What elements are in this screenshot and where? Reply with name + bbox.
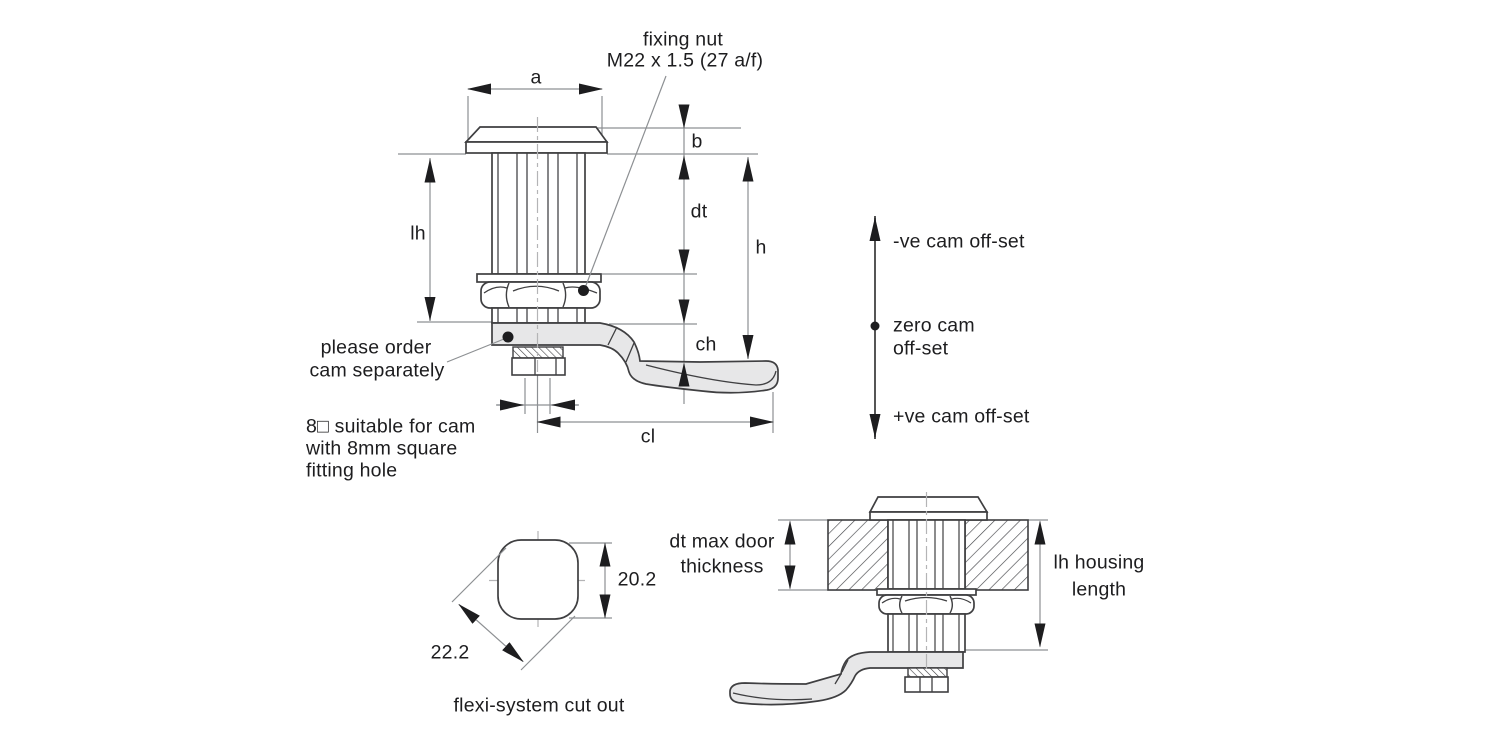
- legend-zero-offset-line2: off-set: [893, 337, 949, 360]
- spindle-nut: [511, 357, 566, 376]
- dim-label-h: h: [755, 236, 767, 259]
- cutout-diagonal-value: 22.2: [430, 641, 470, 664]
- zero-offset-dot: [870, 321, 880, 331]
- dim-label-ch: ch: [695, 333, 717, 356]
- label-door-thickness-line1: dt max door: [669, 530, 775, 553]
- cutout-height-value: 20.2: [617, 568, 657, 591]
- callout-fixing-nut-line2: M22 x 1.5 (27 a/f): [606, 49, 764, 72]
- callout-fixing-nut-line1: fixing nut: [642, 28, 724, 51]
- callout-order-cam-line1: please order: [320, 336, 432, 359]
- latch-body-lower: [491, 307, 586, 324]
- dim-label-lh: lh: [410, 222, 426, 245]
- latch-cap-head-installed: [868, 496, 989, 513]
- dim-label-a: a: [530, 66, 542, 89]
- label-housing-length-line1: lh housing: [1053, 551, 1145, 574]
- washer: [476, 273, 602, 283]
- latch-body: [491, 152, 586, 275]
- label-door-thickness-line2: thickness: [680, 555, 764, 578]
- fixing-nut-dot: [578, 285, 589, 296]
- main-view: [398, 75, 779, 433]
- fixing-nut-leader: [584, 75, 667, 289]
- dim-label-dt: dt: [690, 200, 708, 223]
- note-square-line3: fitting hole: [306, 459, 398, 482]
- cutout-caption: flexi-system cut out: [453, 694, 625, 717]
- legend-negative-offset: -ve cam off-set: [893, 230, 1025, 253]
- cam-lever-installed: [729, 651, 964, 706]
- latch-cap-flange: [465, 141, 608, 154]
- cam-dot: [502, 331, 514, 343]
- callout-order-cam-line2: cam separately: [309, 359, 445, 382]
- cam-lever: [491, 322, 779, 394]
- cutout-shape: [497, 539, 579, 620]
- installed-view: [729, 492, 1048, 706]
- door-panel-left: [827, 519, 889, 591]
- legend-positive-offset: +ve cam off-set: [893, 405, 1030, 428]
- note-square-line1: 8□ suitable for cam: [306, 415, 476, 438]
- door-panel-right: [964, 519, 1029, 591]
- note-square-line2: with 8mm square: [306, 437, 458, 460]
- spindle-nut-installed: [904, 676, 949, 693]
- dim-label-cl: cl: [640, 425, 656, 448]
- latch-cap-head: [464, 126, 609, 143]
- legend-zero-offset-line1: zero cam: [893, 314, 975, 337]
- cam-offset-legend: [869, 216, 881, 439]
- cutout-view: [451, 531, 612, 671]
- dim-label-b: b: [691, 130, 703, 153]
- label-housing-length-line2: length: [1071, 578, 1127, 601]
- order-cam-leader: [446, 338, 505, 363]
- threaded-spindle-installed: [907, 667, 948, 678]
